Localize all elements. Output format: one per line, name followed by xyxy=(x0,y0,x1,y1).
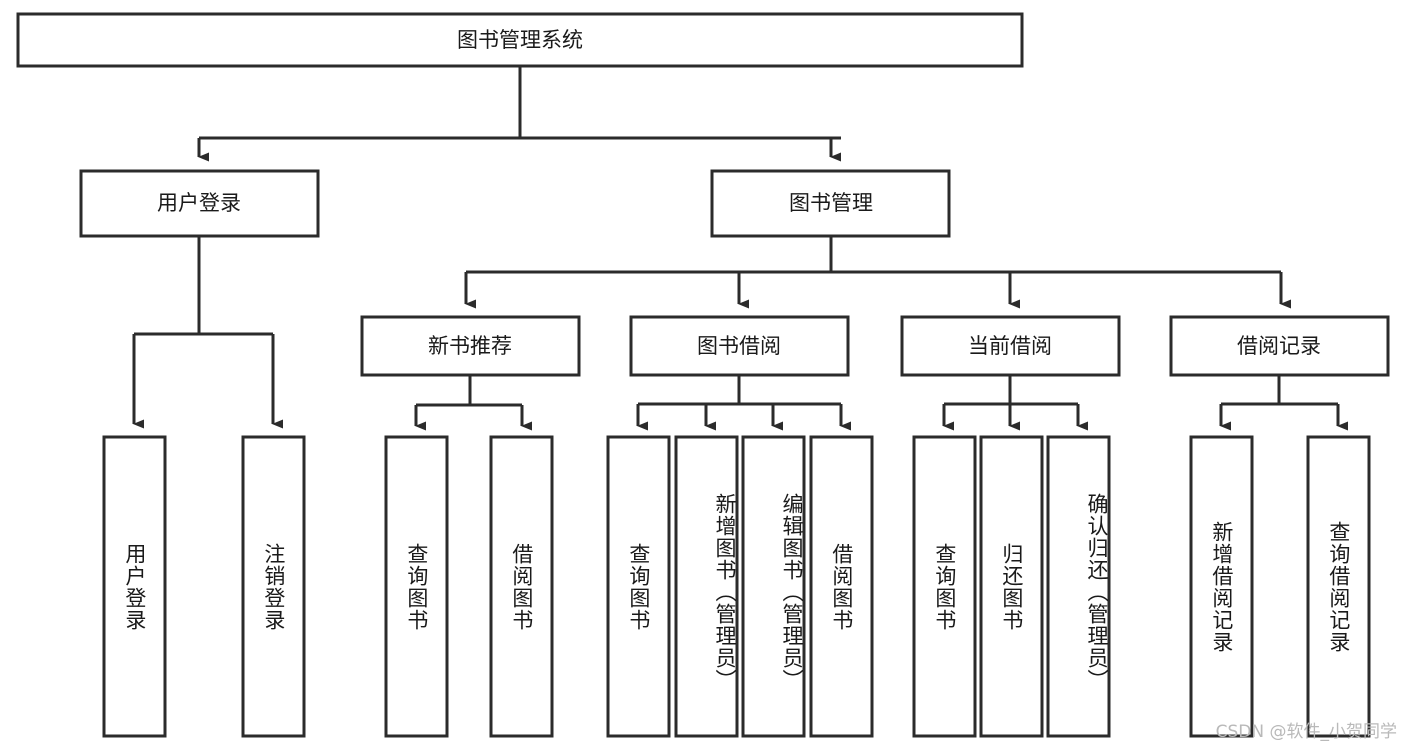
leaf-boxes-new-book xyxy=(384,435,554,738)
connector-group-root xyxy=(197,66,841,162)
leaf-box-borrow-record-2[interactable] xyxy=(1306,435,1371,738)
leaf-boxes-current-borrow xyxy=(912,435,1111,738)
connector-group-current-borrow xyxy=(942,375,1088,431)
leaf-box-new-book-2[interactable] xyxy=(489,435,554,738)
node-book-manage-box[interactable] xyxy=(710,169,951,238)
leaf-box-book-borrow-4[interactable] xyxy=(809,435,874,738)
leaf-box-user-login-1[interactable] xyxy=(102,435,167,738)
connector-group-user-login xyxy=(132,236,283,429)
node-book-manage[interactable]: 图书管理 xyxy=(710,169,951,238)
connector-group-book-manage xyxy=(464,236,1291,309)
node-current-borrow[interactable]: 当前借阅 xyxy=(900,315,1121,377)
node-borrow-record-box[interactable] xyxy=(1169,315,1390,377)
leaf-box-new-book-1[interactable] xyxy=(384,435,449,738)
node-current-borrow-box[interactable] xyxy=(900,315,1121,377)
leaf-boxes-book-borrow xyxy=(606,435,874,738)
node-user-login-label: 用户登录 xyxy=(157,191,241,215)
node-book-borrow[interactable]: 图书借阅 xyxy=(629,315,850,377)
node-book-manage-label: 图书管理 xyxy=(789,191,873,215)
watermark-text: CSDN @软件_小贺同学 xyxy=(1215,722,1397,742)
node-borrow-record-label: 借阅记录 xyxy=(1237,334,1321,358)
connector-group-new-book xyxy=(414,375,532,431)
node-borrow-record[interactable]: 借阅记录 xyxy=(1169,315,1390,377)
leaf-boxes-user-login xyxy=(102,435,306,738)
node-user-login[interactable]: 用户登录 xyxy=(79,169,320,238)
leaf-box-current-borrow-1[interactable] xyxy=(912,435,977,738)
node-book-borrow-label: 图书借阅 xyxy=(697,334,781,358)
node-new-book-recommend-box[interactable] xyxy=(360,315,581,377)
leaf-box-current-borrow-2[interactable] xyxy=(979,435,1044,738)
node-root-label: 图书管理系统 xyxy=(457,28,583,52)
connector-group-book-borrow xyxy=(636,375,851,431)
leaf-box-book-borrow-2[interactable] xyxy=(674,435,739,738)
node-new-book-recommend-label: 新书推荐 xyxy=(428,334,512,358)
leaf-box-borrow-record-1[interactable] xyxy=(1189,435,1254,738)
node-book-borrow-box[interactable] xyxy=(629,315,850,377)
node-root[interactable]: 图书管理系统 xyxy=(16,12,1024,68)
connector-group-borrow-record xyxy=(1219,375,1348,431)
leaf-boxes-borrow-record xyxy=(1189,435,1371,738)
leaf-box-book-borrow-3[interactable] xyxy=(741,435,806,738)
node-root-box[interactable] xyxy=(16,12,1024,68)
node-user-login-box[interactable] xyxy=(79,169,320,238)
node-current-borrow-label: 当前借阅 xyxy=(968,334,1052,358)
leaf-box-user-login-2[interactable] xyxy=(241,435,306,738)
leaf-box-book-borrow-1[interactable] xyxy=(606,435,671,738)
leaf-box-current-borrow-3[interactable] xyxy=(1046,435,1111,738)
node-new-book-recommend[interactable]: 新书推荐 xyxy=(360,315,581,377)
